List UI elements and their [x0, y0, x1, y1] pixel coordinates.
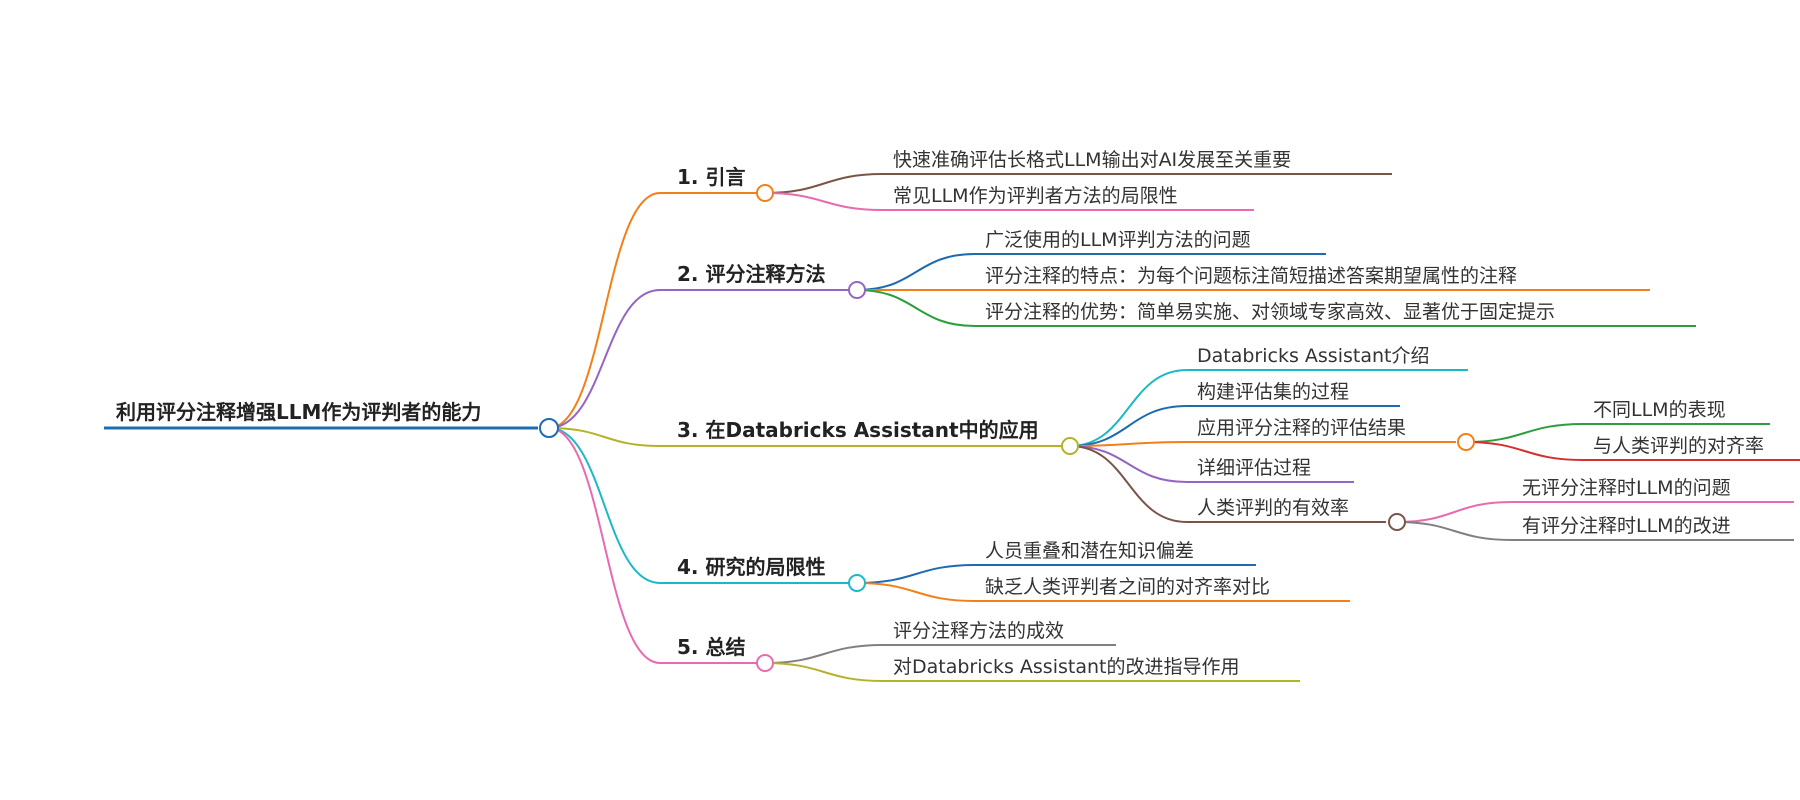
leaf-topic[interactable]: 快速准确评估长格式LLM输出对AI发展至关重要 — [893, 149, 1291, 171]
edge-leaf-to-subtopic — [1465, 441, 1584, 461]
edge-branch-2-to-leaf-1 — [856, 253, 976, 291]
leaf-topic[interactable]: 评分注释方法的成效 — [893, 620, 1064, 642]
leaf-topic[interactable]: 评分注释的优势：简单易实施、对领域专家高效、显著优于固定提示 — [985, 301, 1555, 323]
edge-branch-3-to-leaf-3 — [1069, 441, 1188, 447]
edge-leaf-to-subtopic — [1465, 423, 1584, 443]
branch-4-node[interactable] — [848, 574, 866, 592]
edge-root-to-branch-1 — [548, 192, 661, 429]
branch-3-label[interactable]: 3. 在Databricks Assistant中的应用 — [677, 418, 1039, 442]
branch-5-label[interactable]: 5. 总结 — [677, 635, 745, 659]
branch-2-label[interactable]: 2. 评分注释方法 — [677, 262, 825, 286]
underline-layer — [104, 173, 1800, 682]
edge-branch-4-to-leaf-2 — [856, 582, 976, 602]
edge-branch-3-to-leaf-5 — [1069, 445, 1188, 523]
edge-root-to-branch-4 — [548, 427, 661, 584]
leaf-topic[interactable]: 人类评判的有效率 — [1197, 497, 1349, 519]
branch-2-node[interactable] — [848, 281, 866, 299]
leaf-topic[interactable]: 应用评分注释的评估结果 — [1197, 417, 1406, 439]
edge-leaf-to-subtopic — [1396, 501, 1513, 523]
edge-branch-2-to-leaf-3 — [856, 289, 976, 327]
leaf-topic[interactable]: 评分注释的特点：为每个问题标注简短描述答案期望属性的注释 — [985, 265, 1517, 287]
leaf-topic[interactable]: 构建评估集的过程 — [1197, 381, 1349, 403]
edge-branch-1-to-leaf-1 — [764, 173, 884, 194]
branch-1-label[interactable]: 1. 引言 — [677, 165, 745, 189]
edge-root-to-branch-5 — [548, 427, 661, 664]
subtopic[interactable]: 有评分注释时LLM的改进 — [1522, 515, 1731, 537]
edge-branch-1-to-leaf-2 — [764, 192, 884, 211]
leaf-topic[interactable]: Databricks Assistant介绍 — [1197, 345, 1429, 367]
subtopic[interactable]: 不同LLM的表现 — [1593, 399, 1726, 421]
label-layer: 利用评分注释增强LLM作为评判者的能力 1. 引言 快速准确评估长格式LLM输出对A… — [116, 149, 1764, 678]
edge-root-to-branch-3 — [548, 427, 661, 447]
leaf-topic[interactable]: 详细评估过程 — [1197, 457, 1311, 479]
expand-collapse-node[interactable] — [1457, 433, 1475, 451]
branch-3-node[interactable] — [1061, 437, 1079, 455]
leaf-topic[interactable]: 对Databricks Assistant的改进指导作用 — [893, 656, 1239, 678]
leaf-topic[interactable]: 人员重叠和潜在知识偏差 — [985, 540, 1194, 562]
branch-1-node[interactable] — [756, 184, 774, 202]
edge-layer — [548, 173, 1584, 682]
subtopic[interactable]: 与人类评判的对齐率 — [1593, 435, 1764, 457]
expand-collapse-node[interactable] — [1388, 513, 1406, 531]
branch-5-node[interactable] — [756, 654, 774, 672]
leaf-topic[interactable]: 广泛使用的LLM评判方法的问题 — [985, 229, 1251, 251]
root-node[interactable] — [539, 418, 559, 438]
edge-branch-5-to-leaf-2 — [764, 662, 884, 682]
branch-4-label[interactable]: 4. 研究的局限性 — [677, 555, 825, 579]
root-topic[interactable]: 利用评分注释增强LLM作为评判者的能力 — [116, 400, 481, 424]
subtopic[interactable]: 无评分注释时LLM的问题 — [1522, 477, 1731, 499]
leaf-topic[interactable]: 缺乏人类评判者之间的对齐率对比 — [985, 576, 1270, 598]
leaf-topic[interactable]: 常见LLM作为评判者方法的局限性 — [893, 185, 1178, 207]
edge-root-to-branch-2 — [548, 289, 661, 429]
edge-branch-4-to-leaf-1 — [856, 564, 976, 584]
edge-leaf-to-subtopic — [1396, 521, 1513, 541]
edge-branch-3-to-leaf-1 — [1069, 369, 1188, 447]
edge-branch-5-to-leaf-1 — [764, 644, 884, 664]
node-layer — [539, 184, 1475, 672]
edge-branch-3-to-leaf-2 — [1069, 405, 1188, 447]
edge-branch-3-to-leaf-4 — [1069, 445, 1188, 483]
